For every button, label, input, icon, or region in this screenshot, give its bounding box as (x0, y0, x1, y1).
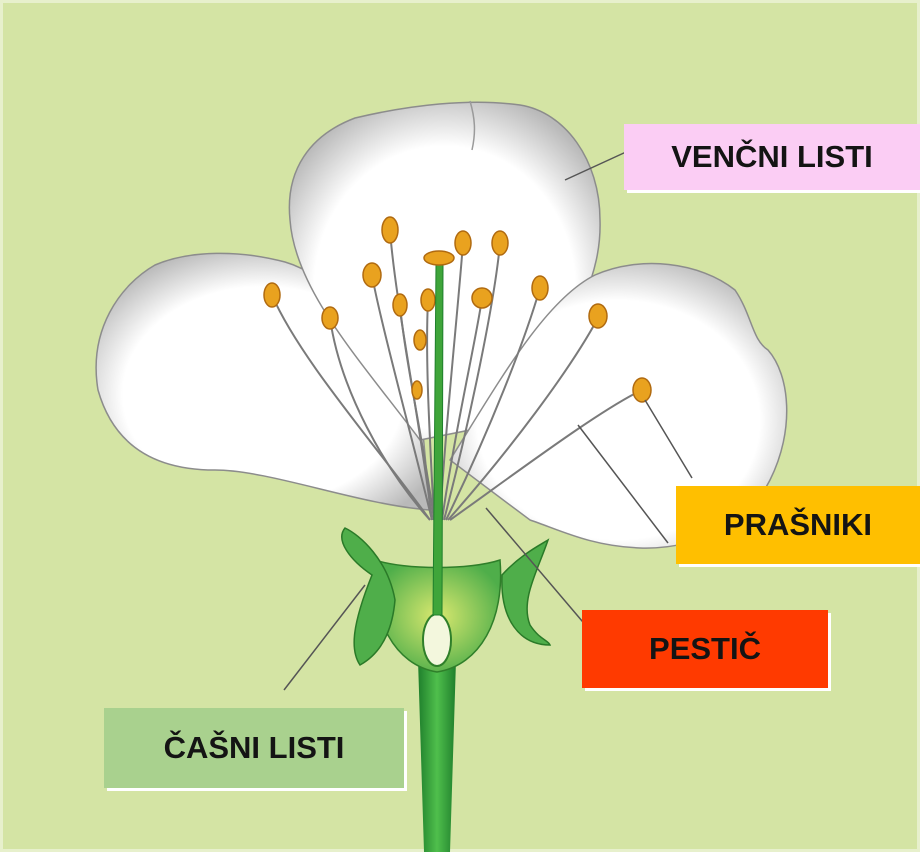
anther (633, 378, 651, 402)
stigma (424, 251, 454, 265)
anther (264, 283, 280, 307)
ovary (423, 614, 451, 666)
anther (589, 304, 607, 328)
anther (492, 231, 508, 255)
label-sepals: ČAŠNI LISTI (104, 708, 404, 788)
label-pistil: PESTIČ (582, 610, 828, 688)
sepal-left (342, 528, 395, 665)
anther (414, 330, 426, 350)
label-stamens: PRAŠNIKI (676, 486, 920, 564)
stem (418, 660, 456, 852)
anther (472, 288, 492, 308)
anther (532, 276, 548, 300)
anther (393, 294, 407, 316)
label-petals: VENČNI LISTI (624, 124, 920, 190)
anther (382, 217, 398, 243)
anther (322, 307, 338, 329)
leader-line-sepals (284, 585, 365, 690)
anther (412, 381, 422, 399)
anther (421, 289, 435, 311)
anther (455, 231, 471, 255)
anther (363, 263, 381, 287)
